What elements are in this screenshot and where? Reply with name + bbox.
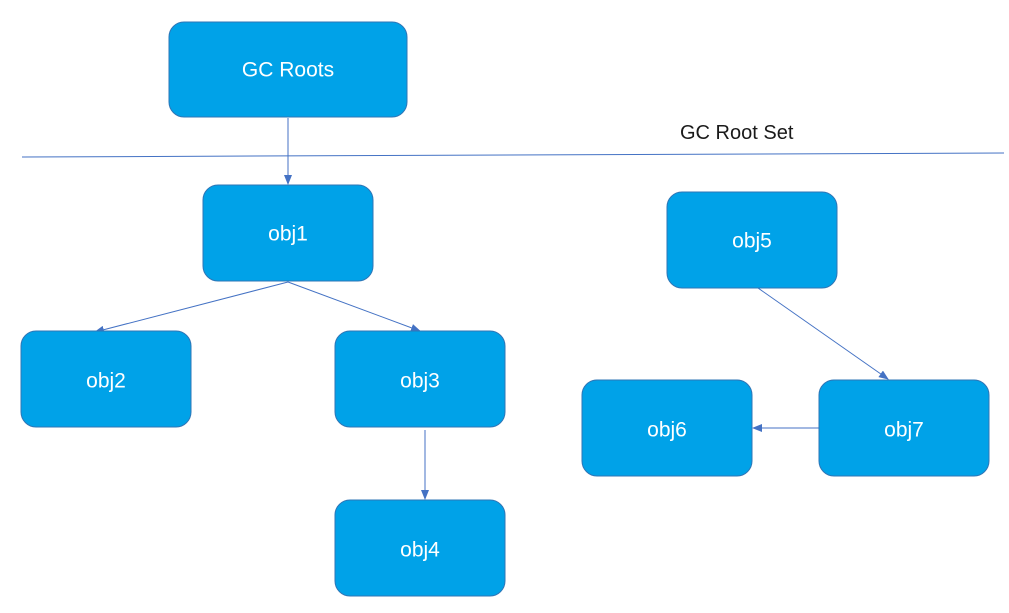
node-obj4: obj4 xyxy=(334,499,506,597)
node-gc-roots-label: GC Roots xyxy=(242,59,334,82)
edge-obj1-to-obj2 xyxy=(94,281,289,334)
node-obj1-label: obj1 xyxy=(268,223,308,246)
node-obj5: obj5 xyxy=(666,191,838,289)
node-obj4-label: obj4 xyxy=(400,539,440,562)
node-obj3-label: obj3 xyxy=(400,370,440,393)
node-gc-roots: GC Roots xyxy=(168,21,408,118)
node-obj1: obj1 xyxy=(202,184,374,282)
edge-obj1-to-obj3 xyxy=(287,281,421,332)
node-obj2-label: obj2 xyxy=(86,370,126,393)
root-set-label: GC Root Set xyxy=(680,122,794,144)
node-obj5-label: obj5 xyxy=(732,230,772,253)
node-obj7: obj7 xyxy=(818,379,990,477)
node-obj6-label: obj6 xyxy=(647,419,687,442)
root-set-divider xyxy=(21,152,1005,158)
node-obj3: obj3 xyxy=(334,330,506,428)
edge-obj5-to-obj7 xyxy=(757,287,889,380)
node-obj6: obj6 xyxy=(581,379,753,477)
node-obj2: obj2 xyxy=(20,330,192,428)
node-obj7-label: obj7 xyxy=(884,419,924,442)
